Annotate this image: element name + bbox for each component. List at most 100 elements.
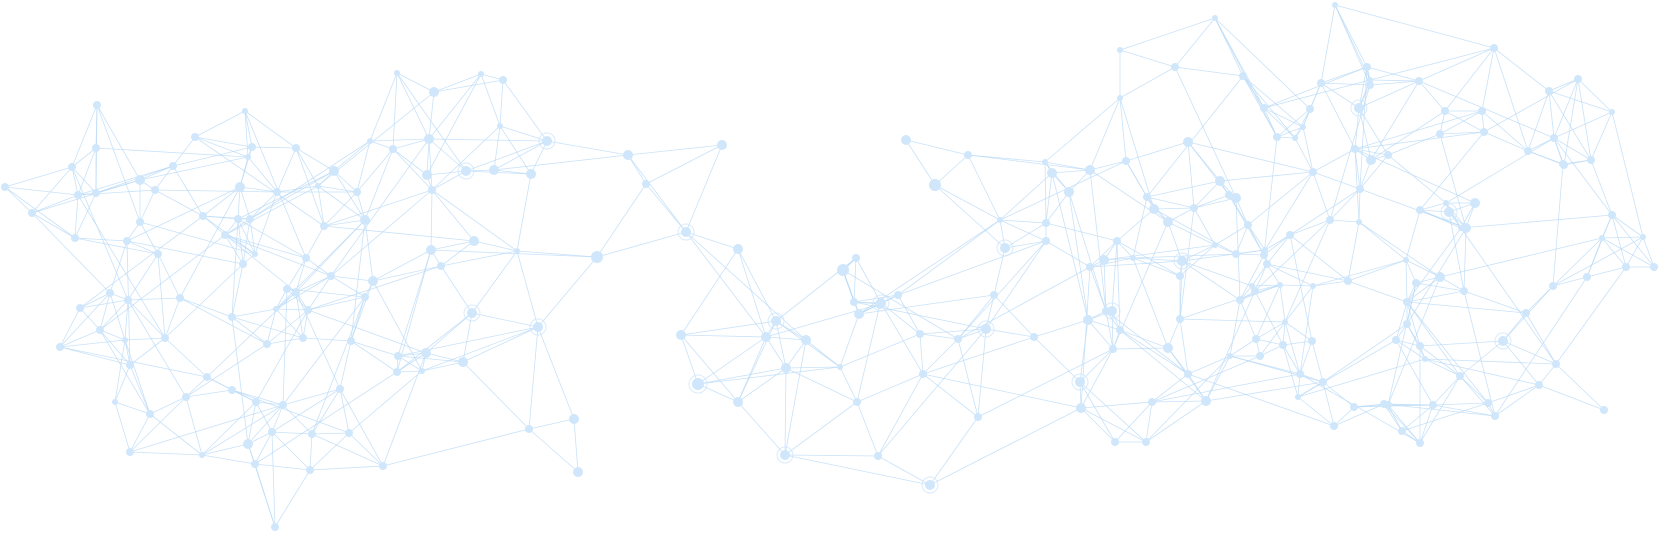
graph-edge (286, 288, 309, 311)
graph-edge (127, 297, 181, 301)
graph-node (1117, 95, 1123, 101)
graph-node (1403, 298, 1411, 306)
graph-edge (244, 110, 249, 158)
graph-edge (685, 144, 723, 233)
graph-edge (462, 326, 539, 363)
graph-edge (79, 307, 101, 331)
graph-node (1306, 105, 1314, 113)
graph-edge (1424, 358, 1557, 365)
graph-edge (985, 240, 1047, 330)
graph-edge (1235, 224, 1249, 255)
graph-edge (1611, 214, 1655, 268)
graph-edge (839, 366, 858, 403)
graph-node (1609, 109, 1615, 115)
graph-node (199, 212, 207, 220)
graph-node (1560, 161, 1568, 169)
graph-node (1480, 128, 1488, 136)
graph-node-halo (677, 223, 695, 241)
graph-edge (99, 329, 151, 415)
graph-node (1416, 342, 1424, 350)
graph-edge (839, 313, 860, 368)
graph-edge (254, 431, 273, 465)
graph-node (306, 466, 314, 474)
graph-edge (1553, 137, 1613, 216)
graph-edge (877, 373, 924, 457)
graph-node (1107, 306, 1117, 316)
graph-edge (897, 219, 1001, 296)
graph-edge (129, 364, 151, 415)
graph-edge (350, 340, 398, 373)
graph-edge (680, 334, 699, 385)
graph-edge (1320, 4, 1336, 84)
graph-edge (1297, 381, 1324, 398)
graph-edge (31, 212, 76, 239)
graph-node (1099, 255, 1109, 265)
graph-edge (74, 237, 159, 255)
graph-edge (350, 280, 374, 342)
graph-node (221, 231, 229, 239)
graph-edge (372, 249, 432, 282)
graph-node (1279, 341, 1287, 349)
graph-edge (1444, 47, 1495, 112)
graph-node (106, 289, 114, 297)
graph-node-halo (1173, 252, 1191, 270)
graph-edge (1187, 141, 1314, 173)
graph-node (1212, 242, 1218, 248)
graph-node (426, 245, 436, 255)
graph-edge (244, 110, 297, 149)
graph-edge (1312, 280, 1349, 287)
graph-edge (1502, 340, 1540, 386)
graph-edge (685, 231, 807, 341)
graph-edge (1103, 244, 1216, 261)
graph-edge (999, 172, 1053, 221)
graph-node (1286, 231, 1294, 239)
graph-edge (129, 396, 187, 453)
graph-edge (1089, 240, 1118, 268)
graph-edge (1527, 150, 1565, 166)
graph-node (894, 291, 902, 299)
graph-node (1244, 221, 1252, 229)
graph-edge (1181, 249, 1266, 262)
graph-edge (333, 170, 358, 193)
graph-edge (356, 148, 394, 193)
graph-node (1277, 282, 1283, 288)
graph-edge (1259, 344, 1284, 357)
graph-node (1232, 250, 1240, 258)
graph-edge (1167, 318, 1181, 349)
graph-edge (1445, 137, 1555, 204)
graph-node (1545, 87, 1553, 95)
graph-edge (1045, 191, 1070, 224)
graph-edge (1370, 80, 1420, 161)
graph-node (1384, 151, 1392, 159)
graph-edge (1439, 110, 1483, 135)
graph-node (389, 145, 397, 153)
graph-node (1319, 378, 1327, 386)
graph-edge (1406, 227, 1462, 303)
graph-node (1608, 211, 1616, 219)
graph-edge (1235, 253, 1265, 256)
graph-edge (1463, 290, 1496, 417)
graph-edge (201, 404, 284, 456)
graph-edge (255, 401, 284, 406)
graph-edge (1263, 66, 1368, 109)
graph-edge (680, 334, 739, 403)
graph-edge (149, 396, 187, 415)
graph-edge (929, 407, 1082, 486)
graph-edge (31, 194, 79, 214)
graph-node (1215, 176, 1225, 186)
graph-node (182, 393, 190, 401)
graph-node (458, 357, 468, 367)
graph-edge (1463, 227, 1467, 292)
graph-node-halo (457, 162, 475, 180)
graph-node-halo (1440, 203, 1458, 221)
graph-edge (71, 166, 129, 301)
graph-edge (1116, 240, 1181, 277)
graph-node (273, 188, 281, 196)
graph-edge (922, 338, 959, 375)
graph-node (1263, 260, 1271, 268)
graph-edge (224, 234, 332, 277)
graph-edge (1132, 257, 1181, 277)
graph-edge (124, 339, 151, 415)
graph-edge (31, 212, 111, 294)
